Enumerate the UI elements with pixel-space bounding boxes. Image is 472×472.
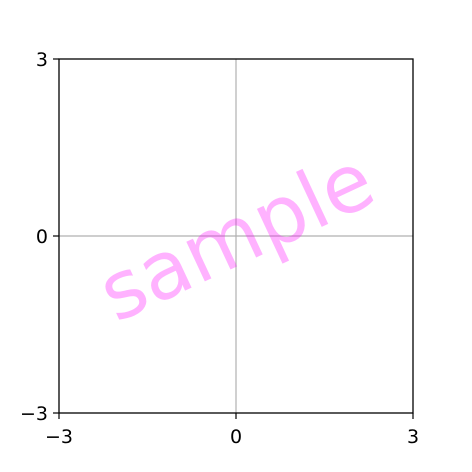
- y-axis: −3 0 3: [20, 49, 59, 425]
- x-axis: −3 0 3: [45, 413, 419, 448]
- x-tick-label: 0: [230, 426, 242, 448]
- y-tick-label: 0: [36, 226, 48, 248]
- y-tick-label: 3: [36, 49, 48, 71]
- y-tick-label: −3: [20, 403, 48, 425]
- x-tick-label: −3: [45, 426, 73, 448]
- x-tick-label: 3: [407, 426, 419, 448]
- grid: [59, 59, 413, 413]
